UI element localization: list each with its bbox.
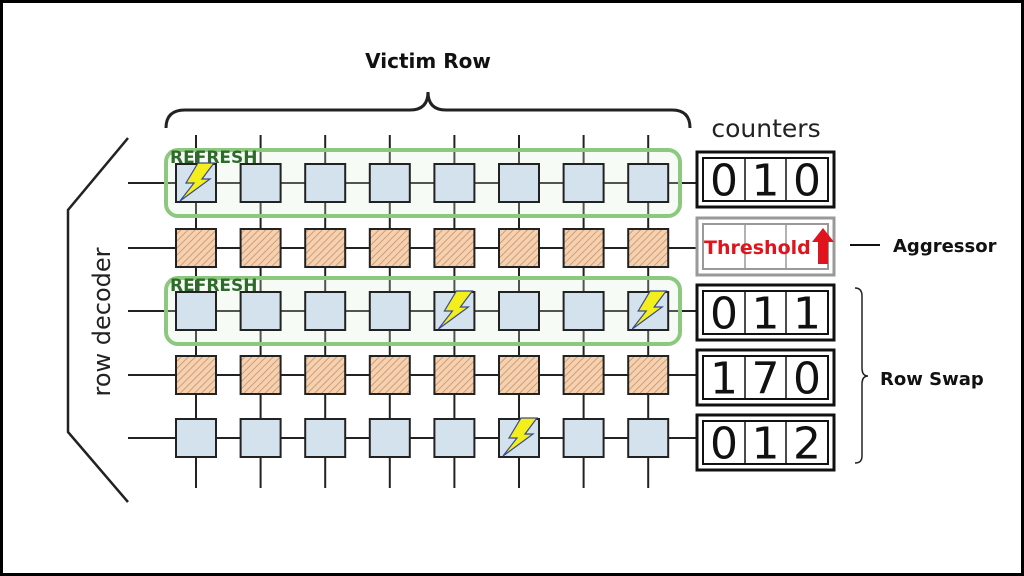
aggressor-cell (498, 228, 540, 268)
victim-cell (433, 163, 476, 203)
victim-cell (239, 291, 282, 331)
counter-inner (702, 355, 829, 400)
victim-row-brace (164, 91, 692, 129)
counter-digit: 0 (710, 289, 738, 340)
lightning-bolt-icon (631, 290, 668, 330)
victim-cell (562, 291, 605, 331)
lightning-bolt-icon (179, 162, 216, 202)
aggressor-cell (239, 355, 282, 395)
row-decoder-shape (66, 137, 129, 503)
aggressor-cell (498, 355, 540, 395)
counter-digit: 1 (752, 289, 780, 340)
counter-inner (702, 420, 829, 465)
aggressor-cell (433, 355, 476, 395)
counter-digit: 1 (752, 419, 780, 470)
row-decoder-label: row decoder (88, 247, 116, 396)
aggressor-cell (562, 355, 605, 395)
aggressor-cell (175, 228, 217, 268)
up-arrow-icon (812, 228, 834, 264)
lightning-bolt-icon (437, 290, 474, 330)
aggressor-cell (368, 228, 411, 268)
counter-digit: 1 (710, 354, 738, 405)
counter-digit: 0 (710, 419, 738, 470)
counter-digit: 7 (752, 354, 780, 405)
victim-cell (562, 418, 605, 458)
victim-cell (368, 418, 411, 458)
aggressor-cell (627, 228, 670, 268)
victim-cell (239, 418, 282, 458)
counter-digit: 1 (793, 289, 821, 340)
counters-label: counters (711, 114, 820, 143)
aggressor-cell (304, 228, 347, 268)
victim-cell (304, 418, 347, 458)
counter-digit: 0 (710, 156, 738, 207)
counter-digit: 1 (752, 156, 780, 207)
victim-cell (175, 418, 217, 458)
refresh-box (164, 276, 682, 346)
victim-cell (433, 418, 476, 458)
row-swap-label: Row Swap (880, 369, 984, 390)
victim-cell (562, 163, 605, 203)
victim-cell (239, 163, 282, 203)
aggressor-cell (175, 355, 217, 395)
counter-inner (702, 157, 829, 202)
counter-digit: 2 (793, 419, 821, 470)
aggressor-cell (562, 228, 605, 268)
threshold-label: Threshold (704, 237, 811, 259)
aggressor-cell (433, 228, 476, 268)
aggressor-label: Aggressor (893, 236, 997, 257)
lightning-bolt-icon (502, 417, 539, 457)
victim-cell (368, 291, 411, 331)
counter-digit: 0 (793, 156, 821, 207)
aggressor-cell (239, 228, 282, 268)
victim-cell (498, 291, 540, 331)
victim-cell (627, 418, 670, 458)
victim-cell (304, 163, 347, 203)
victim-cell (368, 163, 411, 203)
aggressor-cell (627, 355, 670, 395)
refresh-box (164, 148, 682, 218)
counter-inner (702, 290, 829, 335)
row-swap-brace (854, 287, 869, 464)
victim-row-title: Victim Row (365, 49, 491, 73)
victim-cell (175, 291, 217, 331)
victim-cell (304, 291, 347, 331)
aggressor-cell (304, 355, 347, 395)
victim-cell (498, 163, 540, 203)
counter-digit: 0 (793, 354, 821, 405)
victim-cell (627, 163, 670, 203)
aggressor-cell (368, 355, 411, 395)
